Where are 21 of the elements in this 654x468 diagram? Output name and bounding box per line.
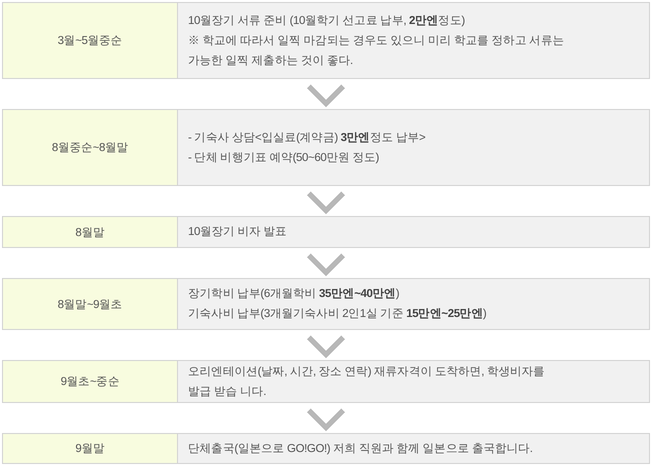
description-text: - 기숙사 상담<입실료(계약금) 3만엔정도 납부>: [188, 130, 426, 146]
timeline-row: [2, 278, 650, 330]
timeline-row: [2, 2, 650, 79]
description-text: 기숙사비 납부(3개월기숙사비 2인1실 기준 15만엔~25만엔): [188, 307, 486, 322]
period-cell: 9월초~중순: [3, 361, 178, 402]
period-cell: 8월중순~8월말: [3, 110, 178, 185]
timeline-row: [2, 109, 650, 186]
description-text: ※ 학교에 따라서 일찍 마감되는 경우도 있으니 미리 학교를 정하고 서류는 가능한 일찍 제출하는 것이 좋다.: [188, 34, 565, 68]
description-text: 10월장기 비자 발표: [188, 225, 287, 240]
description-text: - 단체 비행기표 예약(50~60만원 정도): [188, 150, 379, 166]
period-cell: 8월말: [3, 217, 178, 247]
timeline-row: [2, 216, 650, 248]
timeline-row: [2, 360, 650, 403]
description-text: 10월장기 서류 준비 (10월학기 선고료 납부, 2만엔정도): [188, 14, 465, 28]
description-text: 장기학비 납부(6개월학비 35만엔~40만엔): [188, 287, 400, 302]
description-text: 단체출국(일본으로 GO!GO!) 저희 직원과 함께 일본으로 출국합니다.: [188, 442, 533, 456]
period-cell: 9월말: [3, 434, 178, 463]
description-text: 오리엔테이션(날짜, 시간, 장소 연락) 재류자격이 도착하면, 학생비자를 발급 받습 니다.: [188, 364, 546, 400]
period-cell: 3월~5월중순: [3, 3, 178, 78]
timeline-row: [2, 433, 650, 464]
period-cell: 8월말~9월초: [3, 279, 178, 329]
